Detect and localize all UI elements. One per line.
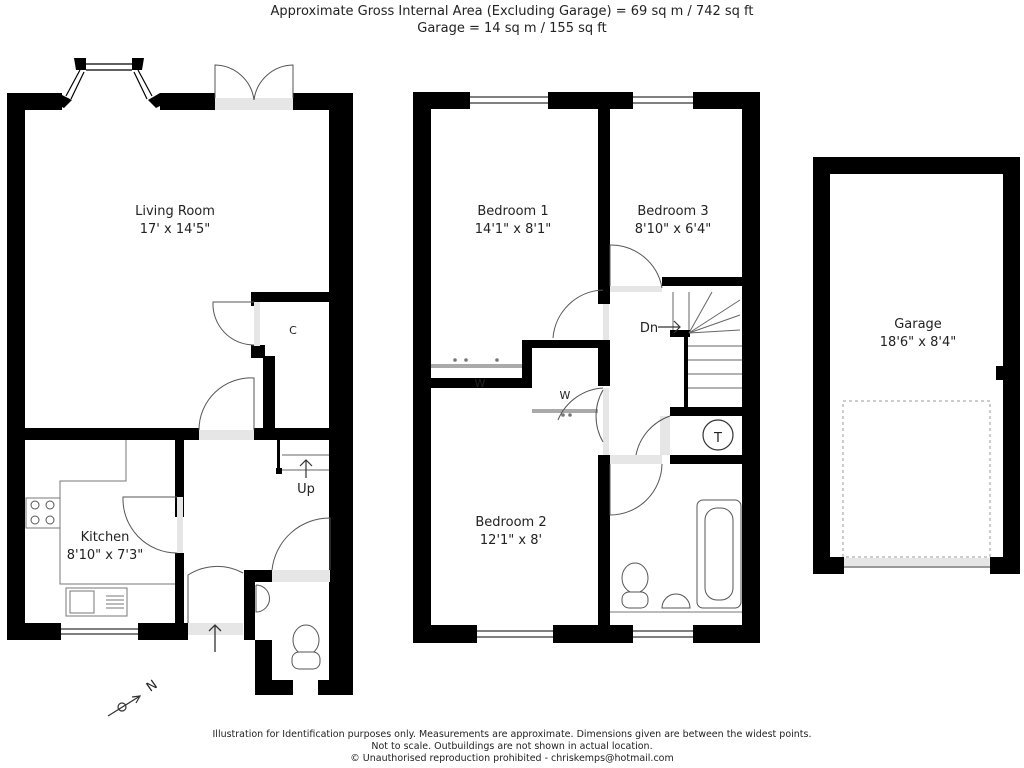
- bedroom1-size: 14'1" x 8'1": [475, 222, 551, 237]
- copyright-line: © Unauthorised reproduction prohibited -…: [350, 753, 674, 764]
- bedroom2-size: 12'1" x 8': [480, 533, 542, 548]
- bedroom1-label: Bedroom 1: [477, 204, 548, 219]
- living-room-label: Living Room: [135, 204, 215, 219]
- stairs-down-label: Dn: [640, 321, 658, 336]
- compass-north-label: N: [144, 677, 161, 695]
- wardrobe2-label: W: [560, 389, 571, 402]
- area-summary: Approximate Gross Internal Area (Excludi…: [270, 4, 754, 19]
- ground-floor: [7, 58, 353, 695]
- bedroom2-label: Bedroom 2: [475, 515, 546, 530]
- garage: [813, 157, 1020, 574]
- bedroom3-size: 8'10" x 6'4": [635, 222, 711, 237]
- stairs-up-label: Up: [297, 482, 315, 497]
- disclaimer-line1: Illustration for Identification purposes…: [212, 729, 812, 740]
- first-floor: [413, 92, 760, 643]
- kitchen-label: Kitchen: [81, 530, 130, 545]
- kitchen-size: 8'10" x 7'3": [67, 548, 143, 563]
- bedroom3-label: Bedroom 3: [637, 204, 708, 219]
- garage-label: Garage: [894, 317, 942, 332]
- living-room-size: 17' x 14'5": [140, 222, 210, 237]
- wardrobe-label: W: [475, 377, 486, 390]
- garage-size: 18'6" x 8'4": [880, 335, 956, 350]
- garage-area: Garage = 14 sq m / 155 sq ft: [417, 21, 607, 36]
- compass-icon: [107, 695, 142, 717]
- tank-label: T: [713, 431, 722, 446]
- disclaimer-line2: Not to scale. Outbuildings are not shown…: [371, 741, 653, 752]
- cupboard-label: C: [289, 324, 297, 337]
